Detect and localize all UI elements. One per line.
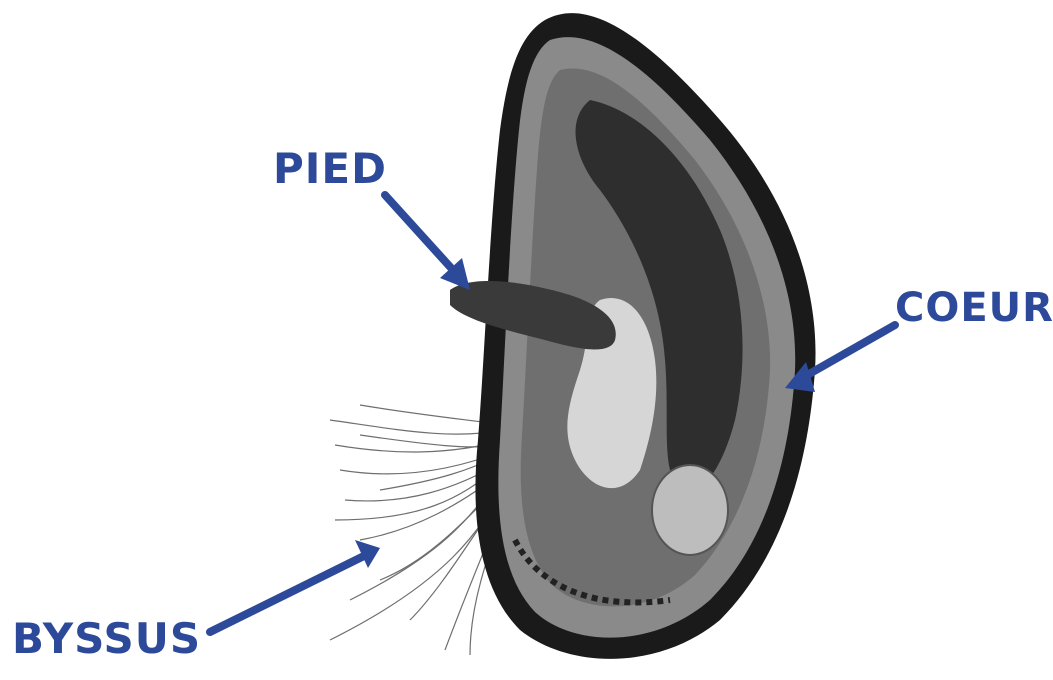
arrow-byssus [210,553,370,632]
gonad [652,465,728,555]
arrow-byssus-head [355,540,380,568]
arrow-foot [385,195,462,280]
label-heart: COEUR [895,288,1053,328]
label-foot: PIED [273,148,387,190]
label-byssus: BYSSUS [12,618,201,660]
